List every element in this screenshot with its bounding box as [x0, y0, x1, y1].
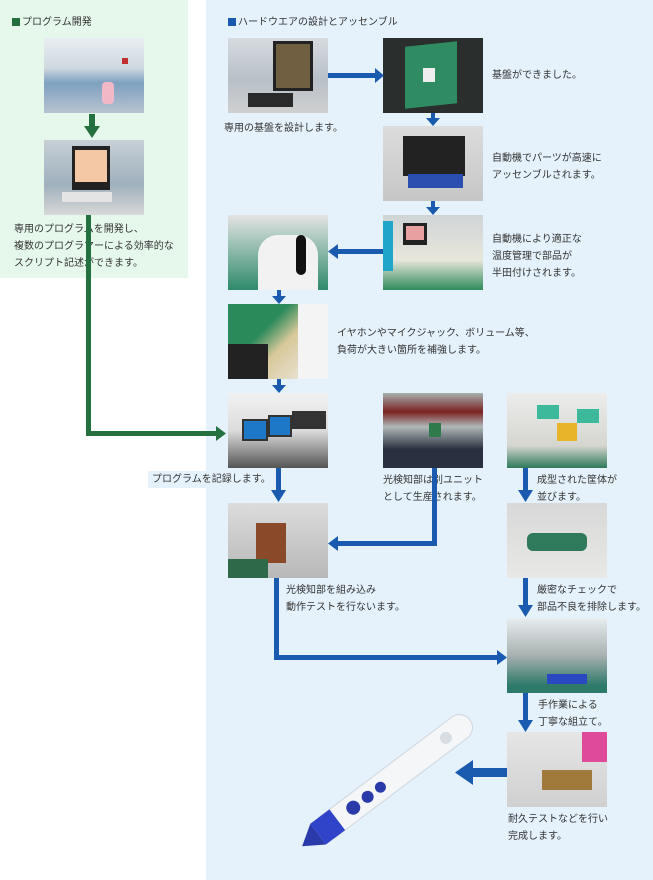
- green-arrow-shaft: [89, 114, 95, 128]
- step-9-caption: 成型された筐体が 並びます。: [537, 472, 617, 506]
- caption-line: イヤホンやマイクジャック、ボリューム等、: [337, 328, 535, 339]
- caption-line: 丁寧な組立て。: [538, 717, 608, 728]
- caption-line: プログラムを記録します。: [152, 474, 271, 485]
- arrow-shaft: [338, 249, 383, 254]
- step-9-photo: [507, 393, 607, 468]
- software-heading-text: プログラム開発: [22, 17, 92, 28]
- arrow-shaft: [274, 655, 498, 660]
- step-10-caption: 光検知部を組み込み 動作テストを行ないます。: [286, 582, 405, 616]
- office-photo: [44, 38, 144, 113]
- arrow-shaft: [472, 768, 507, 777]
- arrow-down-icon: [271, 490, 286, 502]
- caption-line: 並びます。: [537, 492, 586, 503]
- step-13-caption: 耐久テストなどを行い 完成します。: [508, 811, 608, 845]
- caption-line: 部品不良を排除します。: [537, 602, 646, 613]
- step-11-photo: [507, 503, 607, 578]
- hardware-heading-text: ハードウエアの設計とアッセンブル: [238, 17, 398, 28]
- green-arrow-right-icon: [216, 426, 226, 441]
- caption-line: 専用の基盤を設計します。: [224, 123, 343, 134]
- arrow-right-icon: [497, 650, 507, 665]
- green-square-icon: [12, 18, 20, 26]
- step-6-caption: イヤホンやマイクジャック、ボリューム等、 負荷が大きい箇所を補強します。: [337, 325, 535, 359]
- arrow-right-icon: [375, 68, 384, 83]
- step-7-photo: [228, 393, 328, 468]
- step-12-caption: 手作業による 丁寧な組立て。: [538, 697, 608, 731]
- arrow-down-icon: [272, 379, 286, 393]
- blue-square-icon: [228, 18, 236, 26]
- arrow-shaft: [432, 468, 437, 546]
- step-6-photo: [228, 304, 328, 379]
- caption-line: アッセンブルされます。: [492, 170, 601, 181]
- step-13-photo: [507, 732, 607, 807]
- step-10-photo: [228, 503, 328, 578]
- arrow-shaft: [338, 541, 437, 546]
- caption-line: 厳密なチェックで: [537, 585, 617, 596]
- green-connector-horizontal: [86, 431, 218, 436]
- step-4-photo: [383, 215, 483, 290]
- arrow-shaft: [274, 578, 279, 660]
- step-2-caption: 基盤ができました。: [492, 67, 582, 84]
- green-connector-vertical: [86, 215, 91, 435]
- arrow-left-icon: [328, 536, 338, 551]
- arrow-down-icon: [518, 490, 533, 502]
- caption-line: 完成します。: [508, 831, 567, 842]
- caption-line: スクリプト記述ができます。: [14, 258, 143, 269]
- step-8-photo: [383, 393, 483, 468]
- arrow-shaft: [523, 693, 528, 721]
- step-1-photo: [228, 38, 328, 113]
- caption-line: 手作業による: [538, 700, 598, 711]
- step-12-photo: [507, 618, 607, 693]
- caption-line: 複数のプログラマーによる効率的な: [14, 241, 174, 252]
- caption-line: 耐久テストなどを行い: [508, 814, 608, 825]
- caption-line: 半田付けされます。: [492, 268, 581, 279]
- step-3-photo: [383, 126, 483, 201]
- step-3-caption: 自動機でパーツが高速に アッセンブルされます。: [492, 150, 602, 184]
- caption-line: 成型された筐体が: [537, 475, 617, 486]
- arrow-down-icon: [518, 720, 533, 732]
- step-2-photo: [383, 38, 483, 113]
- caption-line: 専用のプログラムを開発し、: [14, 224, 144, 235]
- arrow-down-icon: [518, 605, 533, 617]
- arrow-shaft: [276, 468, 281, 492]
- caption-line: 温度管理で部品が: [492, 251, 572, 262]
- step-11-caption: 厳密なチェックで 部品不良を排除します。: [537, 582, 646, 616]
- caption-line: 光検知部を組み込み: [286, 585, 376, 596]
- computer-photo: [44, 140, 144, 215]
- arrow-down-icon: [426, 201, 440, 215]
- step-5-photo: [228, 215, 328, 290]
- product-pen-image: [302, 714, 473, 847]
- step-1-caption: 専用の基盤を設計します。: [224, 120, 343, 137]
- caption-line: 動作テストを行ないます。: [286, 602, 405, 613]
- caption-line: 基盤ができました。: [492, 70, 582, 81]
- green-arrow-down-icon: [84, 126, 100, 138]
- arrow-shaft: [328, 73, 376, 78]
- caption-line: 自動機でパーツが高速に: [492, 153, 602, 164]
- step-4-caption: 自動機により適正な 温度管理で部品が 半田付けされます。: [492, 231, 582, 282]
- arrow-left-icon: [455, 760, 473, 785]
- arrow-left-icon: [328, 244, 338, 259]
- software-heading: プログラム開発: [12, 13, 92, 28]
- arrow-down-icon: [426, 113, 440, 126]
- arrow-down-icon: [272, 290, 286, 304]
- caption-line: 自動機により適正な: [492, 234, 582, 245]
- arrow-shaft: [523, 578, 528, 606]
- hardware-heading: ハードウエアの設計とアッセンブル: [228, 13, 398, 28]
- step-7-caption: プログラムを記録します。: [148, 471, 275, 488]
- arrow-shaft: [523, 468, 528, 492]
- software-caption: 専用のプログラムを開発し、 複数のプログラマーによる効率的な スクリプト記述がで…: [14, 221, 174, 272]
- caption-line: 負荷が大きい箇所を補強します。: [337, 345, 486, 356]
